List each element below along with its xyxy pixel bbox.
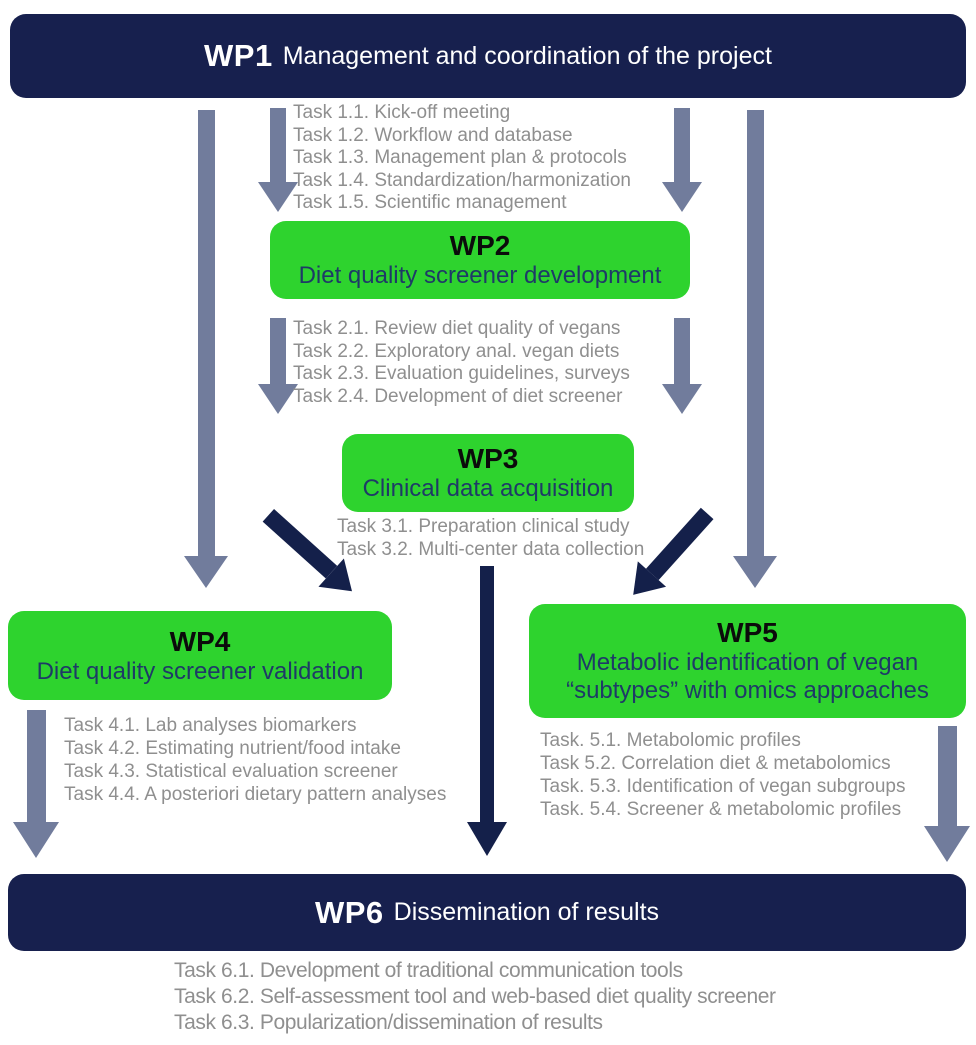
task-item: Task 2.2. Exploratory anal. vegan diets [293,340,620,362]
task-item: Task 6.2. Self-assessment tool and web-b… [174,985,776,1008]
wp3-id: WP3 [457,443,519,474]
wp3-title: Clinical data acquisition [362,475,614,502]
task-item: Task 6.3. Popularization/dissemination o… [174,1011,603,1034]
arrow-head [258,182,298,212]
wp2-id: WP2 [449,230,511,261]
arrow-down-wp5-to-wp6-icon [924,726,970,862]
arrow-head [733,556,777,588]
task-item: Task 3.2. Multi-center data collection [337,539,645,560]
arrow-head [924,826,970,862]
arrow-shaft [480,566,494,822]
task-item: Task 1.4. Standardization/harmonization [293,169,631,191]
wp3-box: WP3 Clinical data acquisition [342,434,634,512]
arrow-head [258,384,298,414]
wp4-id: WP4 [169,625,231,657]
arrow-head [184,556,228,588]
arrow-head [662,182,702,212]
arrow-head [662,384,702,414]
task-item: Task 5.2. Correlation diet & metabolomic… [540,753,891,774]
arrow-shaft [746,110,764,556]
arrow-down-wp4-to-wp6-icon [13,710,59,858]
task-item: Task. 5.3. Identification of vegan subgr… [540,776,906,797]
arrow-shaft [674,318,690,384]
task-item: Task. 5.1. Metabolomic profiles [540,730,801,751]
task-item: Task 1.3. Management plan & protocols [293,147,627,168]
task-item: Task 4.1. Lab analyses biomarkers [64,715,357,736]
arrow-shaft [262,509,337,579]
wp4-title: Diet quality screener validation [36,657,364,685]
task-item: Task 1.2. Workflow and database [293,124,573,146]
task-item: Task. 5.4. Screener & metabolomic profil… [540,799,902,820]
arrow-shaft [270,318,286,384]
task-item: Task 1.1. Kick-off meeting [293,102,511,123]
task-item: Task 4.2. Estimating nutrient/food intak… [64,738,401,759]
wp2-title: Diet quality screener development [298,262,662,289]
arrow-shaft [645,507,714,580]
arrow-head [13,822,59,858]
wp4-box: WP4 Diet quality screener validation [8,611,392,700]
wp1-title: Management and coordination of the proje… [282,41,772,70]
task-item: Task 2.1. Review diet quality of vegans [293,318,621,339]
arrow-shaft [674,108,690,182]
arrow-down-wp1-to-wp4-icon [184,110,228,588]
task-item: Task 3.1. Preparation clinical study [337,516,630,537]
wp1-bar: WP1 Management and coordination of the p… [10,14,966,98]
wp2-box: WP2 Diet quality screener development [270,221,690,299]
wp6-task-list: Task 6.1. Development of traditional com… [174,958,776,1036]
wp5-id: WP5 [717,617,778,648]
arrow-down-wp1-to-wp2-left-icon [258,108,298,212]
task-item: Task 4.3. Statistical evaluation screene… [64,761,398,782]
task-item: Task 6.1. Development of traditional com… [174,959,683,982]
arrow-down-wp2-to-wp3-right-icon [662,318,702,414]
wp6-title: Dissemination of results [393,898,660,926]
task-item: Task 2.3. Evaluation guidelines, surveys [293,363,630,384]
wp5-title: Metabolic identification of vegan “subty… [566,649,929,704]
arrow-shaft [197,110,215,556]
arrow-head [467,822,507,856]
arrow-shaft [26,710,46,822]
wp1-id: WP1 [204,38,273,73]
arrow-shaft [270,108,286,182]
task-item: Task 2.4. Development of diet screener [293,385,623,407]
arrow-down-wp1-to-wp2-right-icon [662,108,702,212]
arrow-shaft [937,726,957,826]
wp6-id: WP6 [314,894,384,930]
arrow-down-wp2-to-wp3-left-icon [258,318,298,414]
arrow-down-wp3-to-wp6-icon [467,566,507,856]
wp6-bar: WP6 Dissemination of results [8,874,966,951]
task-item: Task 1.5. Scientific management [293,192,567,213]
wp5-box: WP5 Metabolic identification of vegan “s… [529,604,966,718]
task-item: Task 4.4. A posteriori dietary pattern a… [64,784,447,805]
arrow-down-wp1-to-wp5-icon [733,110,777,588]
